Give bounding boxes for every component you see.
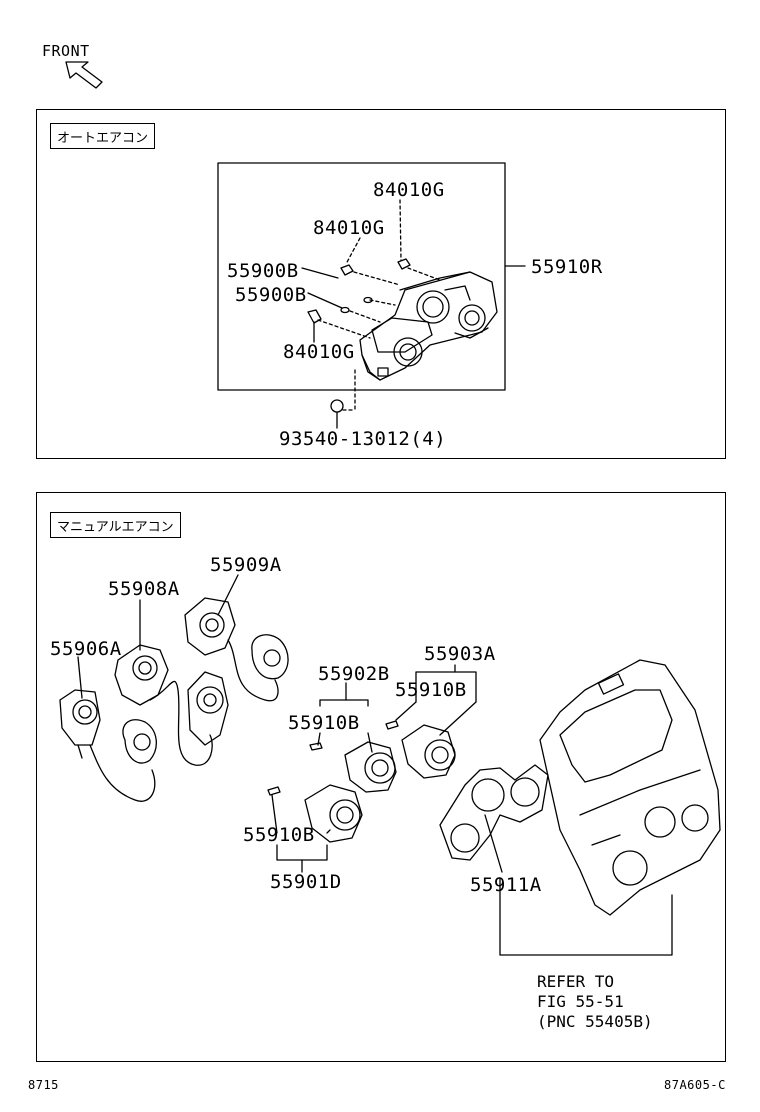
part-55901d: 55901D xyxy=(270,871,342,893)
part-55910b-lower: 55910B xyxy=(243,824,315,846)
part-55909a: 55909A xyxy=(210,554,282,576)
auto-ac-tag: オートエアコン xyxy=(50,123,156,149)
reference-line-2: FIG 55-51 xyxy=(537,992,624,1011)
part-55903a: 55903A xyxy=(424,643,496,665)
part-55900b-a: 55900B xyxy=(227,260,299,282)
reference-line-1: REFER TO xyxy=(537,972,615,991)
part-84010g-top: 84010G xyxy=(373,179,445,201)
part-55910b-right: 55910B xyxy=(395,679,467,701)
reference-line-3: (PNC 55405B) xyxy=(537,1012,653,1031)
manual-ac-section xyxy=(36,492,726,1062)
part-55910r: 55910R xyxy=(531,256,603,278)
auto-small-parts xyxy=(307,258,411,413)
auto-ac-section xyxy=(36,109,726,459)
part-55900b-b: 55900B xyxy=(235,284,307,306)
auto-ac-panel-drawing xyxy=(359,271,498,381)
footer-left-code: 8715 xyxy=(28,1078,59,1092)
part-55911a: 55911A xyxy=(470,874,542,896)
part-84010g-mid: 84010G xyxy=(313,217,385,239)
front-label: FRONT xyxy=(42,42,90,60)
part-84010g-low: 84010G xyxy=(283,341,355,363)
part-55906a: 55906A xyxy=(50,638,122,660)
front-arrow-icon xyxy=(65,61,103,89)
reference-note: REFER TO FIG 55-51 (PNC 55405B) xyxy=(537,972,653,1032)
part-55910b-center: 55910B xyxy=(288,712,360,734)
manual-ac-tag: マニュアルエアコン xyxy=(50,512,181,538)
footer-right-code: 87A605-C xyxy=(664,1078,726,1092)
part-93540-13012: 93540-13012(4) xyxy=(279,428,447,450)
manual-control-assemblies xyxy=(59,597,456,843)
ring-plate-drawing xyxy=(439,764,549,861)
part-55902b: 55902B xyxy=(318,663,390,685)
bezel-panel-drawing xyxy=(539,659,721,916)
part-55908a: 55908A xyxy=(108,578,180,600)
